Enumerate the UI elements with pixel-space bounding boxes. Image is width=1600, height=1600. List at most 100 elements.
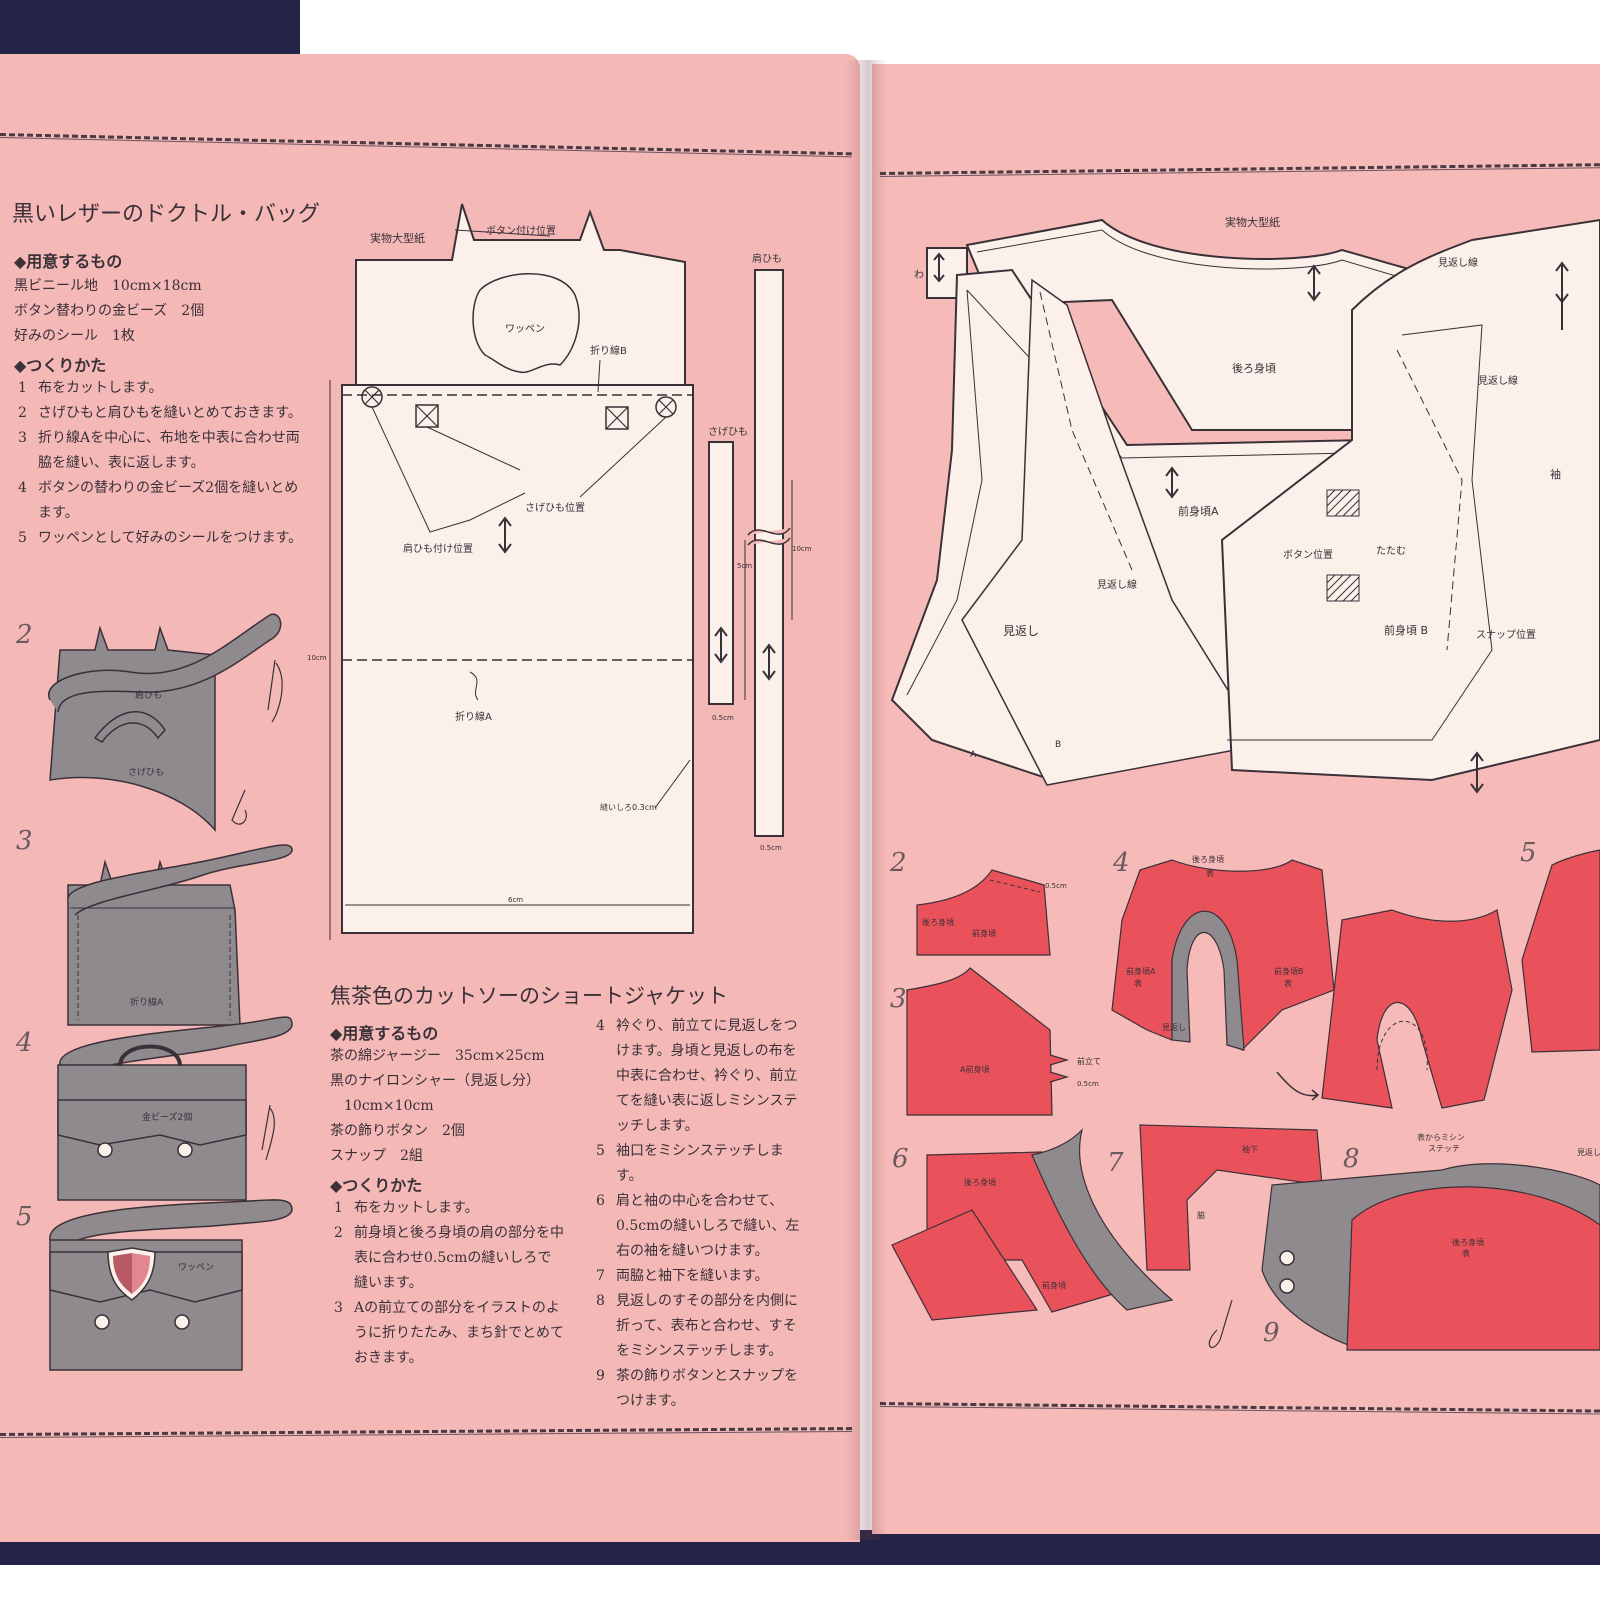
bag-step-illustrations: 肩ひも さげひも 折り線A 金ビーズ2個 ワッペン [47,613,293,1371]
jacket-fig5-piece [1521,849,1600,1053]
bag-step: 2 さげひもと肩ひもを縫いとめておきます。 [18,401,308,426]
jacket-figure-number: 4 [1113,848,1130,878]
step-number: 6 [596,1193,605,1209]
step-number: 8 [596,1293,605,1309]
bag-fig2-strap-label: 肩ひも [135,689,162,701]
bag-handle-pos-label: さげひも位置 [525,503,585,514]
handle-length-label: 5cm [737,562,753,570]
jacket-figure-number: 2 [890,848,907,878]
facing-label: 見返し [1003,624,1040,638]
bag-material-item: ボタン替わりの金ビーズ 2個 [14,303,205,319]
step-number: 1 [334,1200,343,1216]
jacket-figure-number: 5 [1520,838,1537,868]
jacket-step-illustrations: 後ろ身頃 前身頃 0.5cm A前身頃 前立て 0.5cm 後ろ身頃 表 前身頃… [891,849,1600,1351]
step-text: ワッペンとして好みのシールをつけます。 [38,530,303,546]
bag-fig2-strap [47,613,282,713]
jacket-fig4-facing [1171,910,1245,1051]
bag-method-heading: ◆つくりかた [14,356,107,375]
bag-material-item: 黒ビニール地 10cm×18cm [14,278,202,294]
step-text: さげひもと肩ひもを縫いとめておきます。 [38,405,302,421]
step-number: 4 [18,480,27,496]
jacket-fig8-outer: 表 [1462,1248,1470,1258]
jacket-fig2-front: 前身頃 [972,928,996,938]
bag-button-pos-label: ボタン付け位置 [486,226,556,237]
shoulder-strap-pattern [754,269,784,837]
jacket-step: 1 布をカットします。 [334,1196,564,1221]
bag-handle-label: さげひも [708,427,748,438]
bag-shoulder-pos-label: 肩ひも付け位置 [403,544,473,555]
step-text: 布をカットします。 [38,380,163,396]
jacket-step: 6 肩と袖の中心を合わせて、0.5cmの縫いしろで縫い、左右の袖を縫いつけます。 [596,1189,806,1264]
jacket-fig4-front-a-outer: 表 [1134,978,1142,988]
bead-icon [94,1314,110,1330]
step-text: 肩と袖の中心を合わせて、0.5cmの縫いしろで縫い、左右の袖を縫いつけます。 [616,1193,800,1259]
jacket-fig6-front-label: 前身頃 [1042,1280,1066,1290]
bag-figure-number: 4 [16,1028,33,1058]
background-bottom [0,1565,1600,1600]
jacket-materials-heading: ◆用意するもの [330,1024,439,1043]
handle-width-label: 0.5cm [712,714,734,722]
jacket-figure-number: 8 [1343,1144,1360,1174]
jacket-fig8-facing: 見返し [1577,1148,1600,1157]
bag-fig5-patch-label: ワッペン [178,1263,214,1273]
bead-icon [177,1142,193,1158]
jacket-full-size-label: 実物大型紙 [1225,216,1280,229]
bag-patch-label: ワッペン [505,324,545,335]
snap-icon [1279,1278,1295,1294]
bag-step: 4 ボタンの替わりの金ビーズ2個を縫いとめます。 [18,476,308,526]
bag-materials-heading: ◆用意するもの [14,252,123,271]
jacket-figure-number: 9 [1263,1318,1280,1348]
bag-full-size-label: 実物大型紙 [370,232,425,245]
bag-step: 1 布をカットします。 [18,376,308,401]
front-b-label: 前身頃 B [1384,624,1429,637]
back-bodice-label: 後ろ身頃 [1232,362,1276,375]
snap-icon [1279,1250,1295,1266]
jacket-method-heading: ◆つくりかた [330,1176,423,1195]
wa-label: わ [914,270,924,281]
step-number: 5 [596,1143,605,1159]
jacket-fig6-facing [1031,1128,1174,1311]
bag-fig4-strap [59,1016,293,1081]
jacket-step: 7 両脇と袖下を縫います。 [596,1264,806,1289]
jacket-fig3-front: A前身頃 [960,1064,989,1074]
book-cover-top [0,0,300,60]
bag-fold-b-label: 折り線B [590,346,627,357]
bag-fig2-handle-label: さげひも [128,767,164,778]
bag-fig4-flap [57,1099,247,1146]
handle-mark-right [605,406,629,430]
bag-fig3-fold-label: 折り線A [130,996,164,1008]
step-number: 9 [596,1368,605,1384]
jacket-fig3-placket: 前立て [1077,1056,1101,1066]
step-number: 7 [596,1268,605,1284]
piece-b-label: B [1055,740,1062,750]
step-text: 両脇と袖下を縫います。 [616,1268,769,1284]
bead-icon [174,1314,190,1330]
jacket-fig2-piece [916,869,1051,956]
bag-height-label: 10cm [307,654,327,662]
jacket-fig4b-piece [1321,909,1513,1109]
facing-line-label-2: 見返し線 [1478,376,1518,387]
step-number: 2 [18,405,27,421]
jacket-fig3-piece [906,967,1053,1116]
jacket-fig6-sleeve [891,1209,1039,1321]
jacket-fig7-sleeve [1139,1124,1323,1271]
step-text: ボタンの替わりの金ビーズ2個を縫いとめます。 [38,480,299,521]
jacket-figure-number: 7 [1107,1148,1124,1178]
jacket-material-item: スナップ 2組 [330,1148,423,1164]
step-text: 布をカットします。 [354,1200,479,1216]
bag-fig2-bag [49,625,216,832]
bag-fold-a-label: 折り線A [455,712,492,723]
step-text: 茶の飾りボタンとスナップをつけます。 [616,1368,798,1409]
step-number: 1 [18,380,27,396]
facing-line-label-1: 見返し線 [1438,258,1478,269]
bag-materials-list: 黒ビニール地 10cm×18cm ボタン替わりの金ビーズ 2個 好みのシール 1… [14,274,204,349]
jacket-title: 焦茶色のカットソーのショートジャケット [330,984,728,1008]
bag-pattern-diagram [329,203,793,940]
jacket-fig4-back: 後ろ身頃 [1192,854,1224,864]
